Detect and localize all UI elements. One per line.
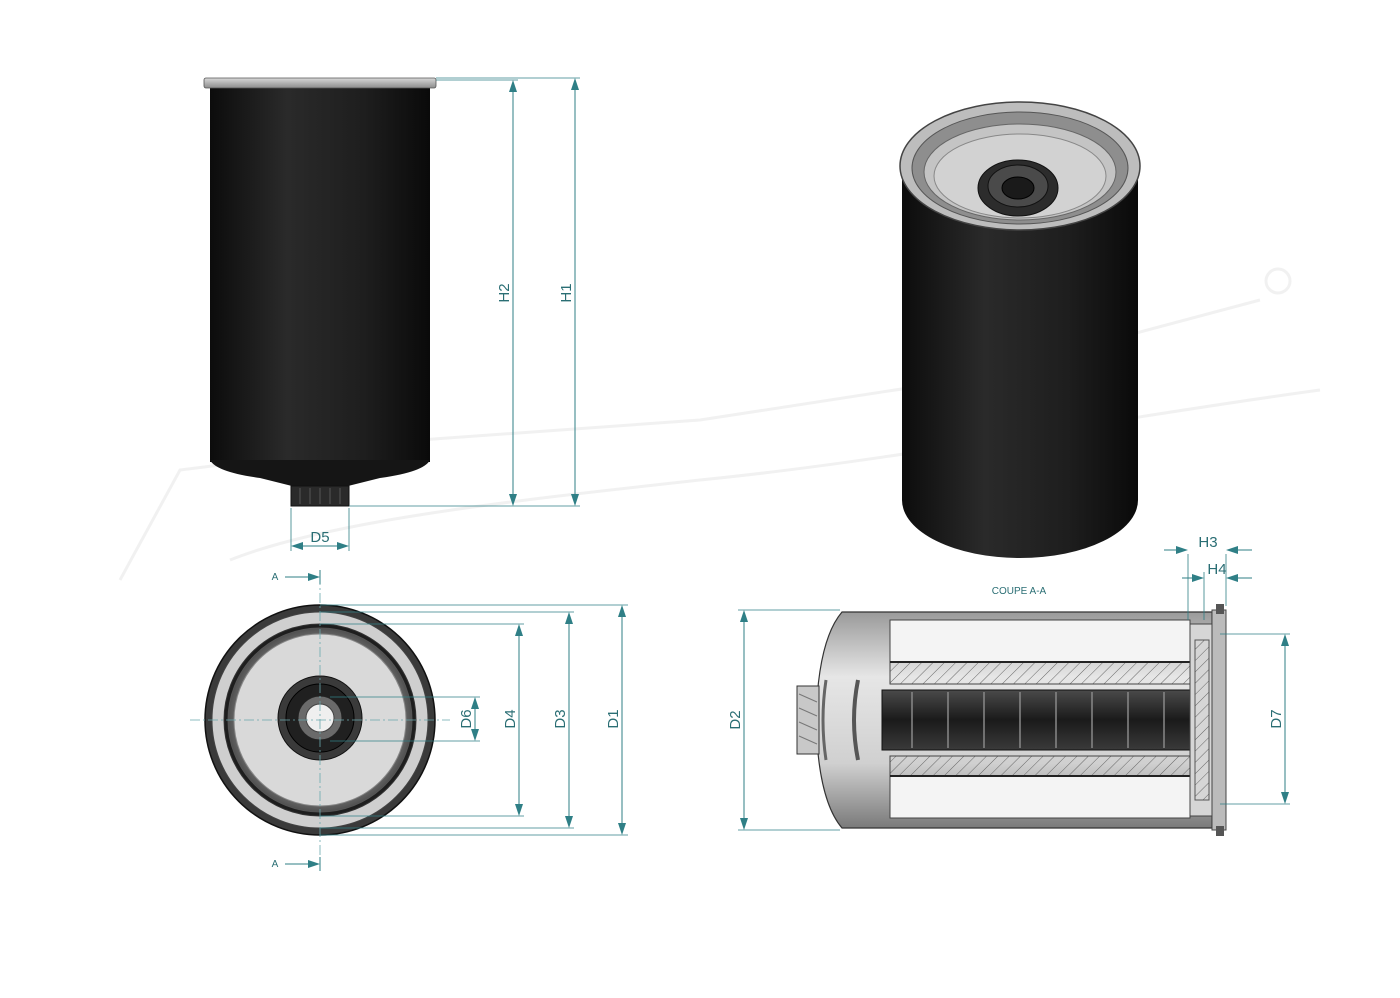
label-h1: H1 (558, 283, 575, 302)
label-d2: D2 (727, 710, 744, 729)
label-d7: D7 (1268, 709, 1285, 728)
label-h2: H2 (496, 283, 513, 302)
top-center-thread (277, 675, 363, 761)
filter-bottom-taper (210, 460, 430, 486)
top-view (190, 575, 450, 870)
dimension-h4: H4 (1182, 561, 1252, 620)
label-d4: D4 (502, 709, 519, 728)
section-drain-nipple (796, 685, 820, 755)
dimension-d3: D3 (320, 611, 574, 829)
section-center-tube (881, 689, 1203, 751)
dimension-d5: D5 (290, 508, 350, 551)
dimension-d7: D7 (1220, 633, 1290, 805)
section-media-upper (889, 619, 1191, 663)
section-view (796, 604, 1227, 836)
iso-center-thread (977, 159, 1059, 217)
dimension-h1: H1 (436, 77, 580, 506)
section-marker-top: A (272, 570, 321, 584)
section-label-top: A (272, 572, 279, 583)
top-rim (203, 77, 437, 89)
label-d1: D1 (605, 709, 622, 728)
label-d6: D6 (458, 709, 475, 728)
front-view (203, 77, 437, 507)
iso-body (902, 170, 1138, 558)
dimension-h2: H2 (349, 79, 580, 507)
label-h4: H4 (1207, 561, 1226, 578)
label-h3: H3 (1198, 534, 1217, 551)
isometric-view (899, 101, 1141, 558)
dimension-d2: D2 (727, 609, 840, 831)
filter-body (210, 86, 430, 462)
section-media-lower (889, 775, 1191, 819)
dimension-d1: D1 (320, 604, 628, 836)
dimension-h3: H3 (1164, 534, 1252, 620)
section-marker-bottom: A (272, 857, 321, 871)
label-d3: D3 (552, 709, 569, 728)
section-title: COUPE A-A (992, 586, 1047, 597)
dimension-d4: D4 (320, 623, 524, 817)
dimension-d6: D6 (330, 696, 480, 742)
section-label-bottom: A (272, 859, 279, 870)
label-d5: D5 (310, 529, 329, 546)
